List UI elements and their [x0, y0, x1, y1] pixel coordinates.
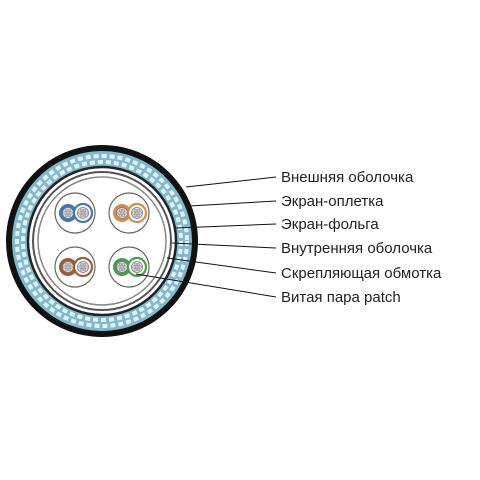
label-foil-shield: Экран-фольга — [281, 216, 379, 233]
twisted-pairs-group — [54, 192, 150, 288]
label-outer-sheath: Внешняя оболочка — [281, 169, 414, 186]
leader-line-foil-shield — [175, 223, 277, 229]
twisted-pair-green — [108, 246, 150, 288]
label-twisted-pair: Витая пара patch — [281, 289, 401, 306]
leader-line-inner-sheath — [171, 242, 277, 249]
binding-tape-ring — [37, 176, 167, 306]
twisted-pair-blue — [54, 192, 96, 234]
label-braid-shield: Экран-оплетка — [281, 193, 384, 210]
twisted-pair-brown — [54, 246, 96, 288]
label-binding-tape: Скрепляющая обмотка — [281, 265, 442, 282]
braid-weave-inner — [21, 160, 183, 322]
leader-line-outer-sheath — [185, 176, 277, 188]
leader-line-binding-tape — [166, 257, 277, 274]
leader-line-twisted-pair — [135, 273, 277, 298]
label-inner-sheath: Внутренняя оболочка — [281, 240, 433, 257]
braid-weave-outer — [15, 154, 189, 328]
twisted-pair-orange — [108, 192, 150, 234]
leader-lines — [135, 176, 277, 298]
leader-line-braid-shield — [188, 200, 277, 207]
